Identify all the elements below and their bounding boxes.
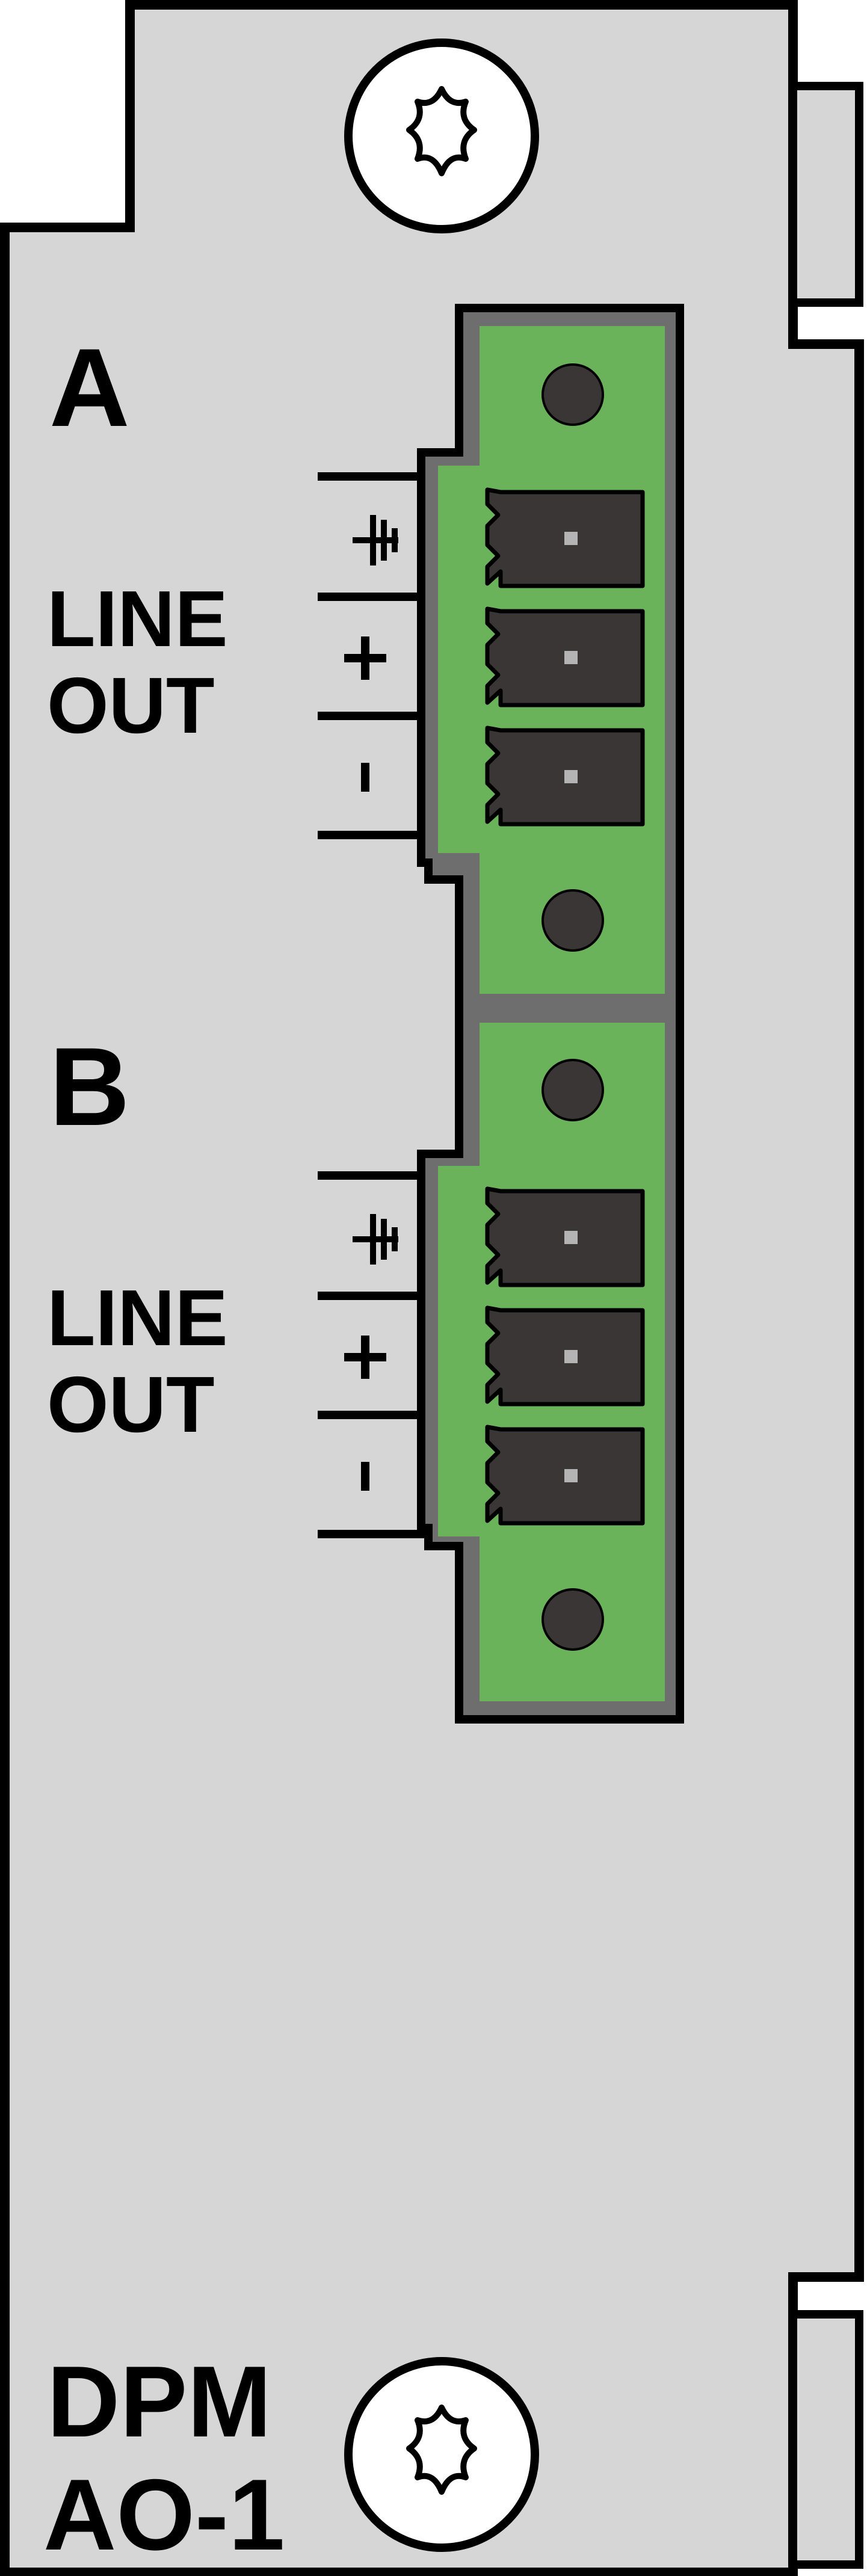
model-label-line2: AO-1 xyxy=(43,2458,285,2571)
connector-b-terminals xyxy=(485,1186,645,1526)
section-a-plus-icon xyxy=(344,636,386,680)
terminal-b-ground[interactable] xyxy=(485,1186,645,1287)
section-b-plus-icon xyxy=(344,1336,386,1379)
connector-a-top-hole xyxy=(541,363,604,426)
terminal-a-minus[interactable] xyxy=(485,726,645,827)
bottom-screw-torx-icon xyxy=(406,2405,477,2495)
connector-a-bottom-hole xyxy=(541,889,604,952)
section-b-label-line1: LINE xyxy=(47,1274,228,1362)
section-a-ground-icon xyxy=(353,515,398,565)
section-b-letter: B xyxy=(49,1025,130,1149)
connector-b-bottom-hole xyxy=(541,1588,604,1651)
connector-b-top-hole xyxy=(541,1059,604,1121)
rail-tab-bottom xyxy=(789,2310,863,2569)
terminal-a-ground[interactable] xyxy=(485,487,645,588)
connector-block xyxy=(417,304,684,1724)
line-out-section-b: B LINE OUT xyxy=(47,1025,432,1538)
section-b-ground-icon xyxy=(353,1214,398,1265)
bottom-screw[interactable] xyxy=(344,2357,539,2552)
top-screw[interactable] xyxy=(344,39,539,233)
terminal-b-minus[interactable] xyxy=(485,1425,645,1526)
section-a-label-line2: OUT xyxy=(47,661,215,750)
section-a-letter: A xyxy=(49,326,130,450)
connector-a-terminals xyxy=(485,487,645,827)
rail-tab-top xyxy=(789,82,863,307)
section-b-pin-separators xyxy=(318,1171,432,1538)
top-screw-torx-icon xyxy=(406,86,477,176)
section-a-label-line1: LINE xyxy=(47,575,228,663)
terminal-a-plus[interactable] xyxy=(485,606,645,707)
model-label-line1: DPM xyxy=(47,2345,271,2458)
section-a-pin-separators xyxy=(318,472,432,839)
terminal-b-plus[interactable] xyxy=(485,1305,645,1407)
section-b-label-line2: OUT xyxy=(47,1360,215,1449)
line-out-section-a: A LINE OUT xyxy=(47,326,432,839)
